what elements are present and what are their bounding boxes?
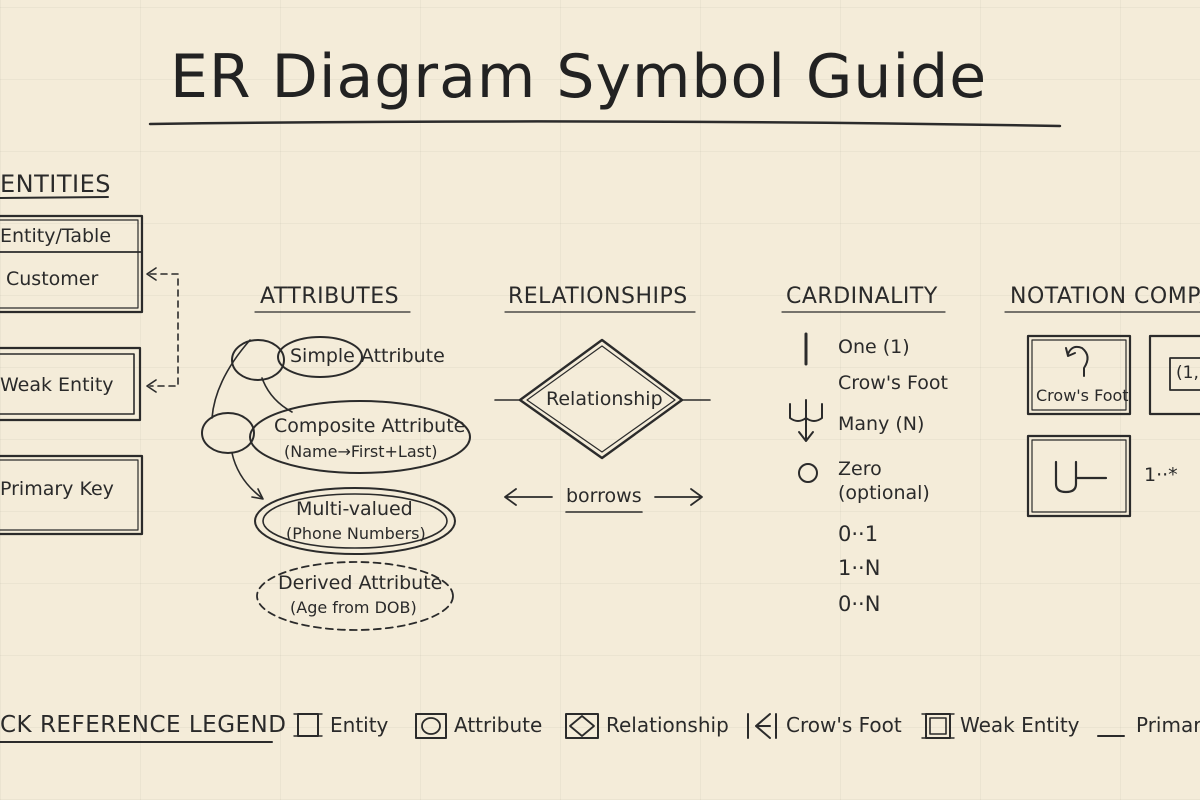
derived-attribute-label: Derived Attribute bbox=[278, 572, 443, 594]
legend-relationship-icon bbox=[565, 713, 599, 739]
primary-key-box-inner bbox=[0, 459, 139, 531]
relationships-heading: RELATIONSHIPS bbox=[508, 284, 688, 309]
legend-crows-foot-label: Crow's Foot bbox=[786, 713, 902, 737]
weak-entity-outer-box bbox=[0, 346, 142, 422]
legend-relationship-label: Relationship bbox=[606, 713, 729, 737]
legend-attribute-icon bbox=[415, 713, 447, 739]
optional-label: (optional) bbox=[838, 482, 930, 504]
primary-key-label: Primary Key bbox=[0, 478, 114, 500]
customer-label: Customer bbox=[6, 268, 99, 290]
simple-attribute-ellipse bbox=[277, 336, 363, 378]
composite-attribute-small bbox=[201, 412, 255, 454]
legend-weak-entity-icon-inner bbox=[929, 717, 947, 735]
borrows-arrow-right bbox=[654, 488, 703, 506]
borrows-label: borrows bbox=[566, 485, 642, 507]
entities-heading-underline bbox=[0, 196, 109, 199]
chen-notation-box bbox=[1148, 334, 1200, 416]
weak-entity-label: Weak Entity bbox=[0, 374, 114, 396]
zero-label: Zero bbox=[838, 458, 882, 480]
uml-notation-label: 1··* bbox=[1144, 464, 1178, 486]
range-zero-one: 0··1 bbox=[838, 522, 879, 546]
multivalued-sub: (Phone Numbers) bbox=[286, 524, 426, 543]
simple-attribute-label: Simple Attribute bbox=[290, 345, 445, 367]
borrows-arrow-left bbox=[504, 488, 553, 506]
derived-attribute-sub: (Age from DOB) bbox=[290, 598, 417, 617]
weak-entity-inner-box bbox=[0, 353, 135, 415]
relationship-diamond bbox=[518, 338, 684, 460]
chen-notation-inner-box bbox=[1169, 357, 1200, 391]
multivalued-ellipse-outer bbox=[254, 487, 456, 555]
attribute-arrowhead bbox=[251, 488, 264, 500]
legend-weak-entity-label: Weak Entity bbox=[960, 713, 1080, 737]
entity-table-box-inner bbox=[0, 219, 139, 309]
attribute-connector-1 bbox=[261, 377, 293, 413]
legend-entity-icon bbox=[297, 713, 319, 737]
loop-arrow-icon bbox=[1065, 345, 1089, 377]
simple-attribute-small bbox=[231, 339, 285, 381]
notation-heading: NOTATION COMPA bbox=[1010, 284, 1200, 309]
crows-foot-notation-label: Crow's Foot bbox=[1036, 386, 1129, 405]
legend-primary-label: Primar bbox=[1136, 713, 1200, 737]
multivalued-ellipse-inner bbox=[262, 493, 448, 549]
composite-attribute-sub: (Name→First+Last) bbox=[284, 442, 438, 461]
legend-entity-label: Entity bbox=[330, 713, 389, 737]
attribute-connector-3 bbox=[231, 452, 263, 499]
many-label: Many (N) bbox=[838, 413, 925, 435]
attributes-heading: ATTRIBUTES bbox=[260, 284, 400, 309]
entity-table-label: Entity/Table bbox=[0, 225, 112, 247]
entities-heading: ENTITIES bbox=[0, 170, 111, 198]
composite-attribute-ellipse bbox=[249, 400, 471, 474]
cardinality-heading: CARDINALITY bbox=[786, 284, 938, 309]
relationship-diamond-inner bbox=[526, 345, 676, 453]
primary-key-box bbox=[0, 454, 144, 536]
legend-attribute-label: Attribute bbox=[454, 713, 543, 737]
arrowhead-weak bbox=[146, 379, 157, 393]
zero-symbol bbox=[798, 463, 818, 483]
title-underline bbox=[148, 120, 1062, 128]
entity-table-box bbox=[0, 214, 144, 314]
crows-foot-symbol bbox=[789, 399, 823, 442]
legend-heading: CK REFERENCE LEGEND bbox=[0, 712, 287, 738]
crows-foot-notation-box bbox=[1026, 334, 1132, 416]
chen-notation-label: (1, bbox=[1176, 363, 1199, 383]
crows-foot-label: Crow's Foot bbox=[838, 372, 948, 394]
relationship-label: Relationship bbox=[546, 388, 663, 410]
crows-foot-notation-box-inner bbox=[1031, 339, 1127, 411]
legend-crows-foot-icon bbox=[747, 713, 777, 739]
range-one-n: 1··N bbox=[838, 556, 881, 580]
derived-attribute-ellipse bbox=[256, 561, 454, 631]
dashed-connector bbox=[149, 273, 179, 387]
legend-relationship-icon-diamond bbox=[569, 715, 595, 737]
arrowhead-customer bbox=[146, 267, 157, 281]
uml-notation-box bbox=[1026, 434, 1132, 518]
uml-symbol bbox=[1054, 460, 1108, 494]
legend-attribute-icon-ellipse bbox=[421, 717, 441, 735]
legend-weak-entity-icon-ticks bbox=[921, 713, 955, 739]
one-label: One (1) bbox=[838, 336, 910, 358]
legend-entity-icon-ticks bbox=[293, 713, 323, 737]
composite-attribute-label: Composite Attribute bbox=[274, 415, 466, 437]
uml-notation-box-inner bbox=[1031, 439, 1127, 513]
attribute-connector-2 bbox=[211, 339, 251, 419]
range-zero-n: 0··N bbox=[838, 592, 881, 616]
page-title: ER Diagram Symbol Guide bbox=[170, 42, 988, 112]
multivalued-label: Multi-valued bbox=[296, 498, 413, 520]
